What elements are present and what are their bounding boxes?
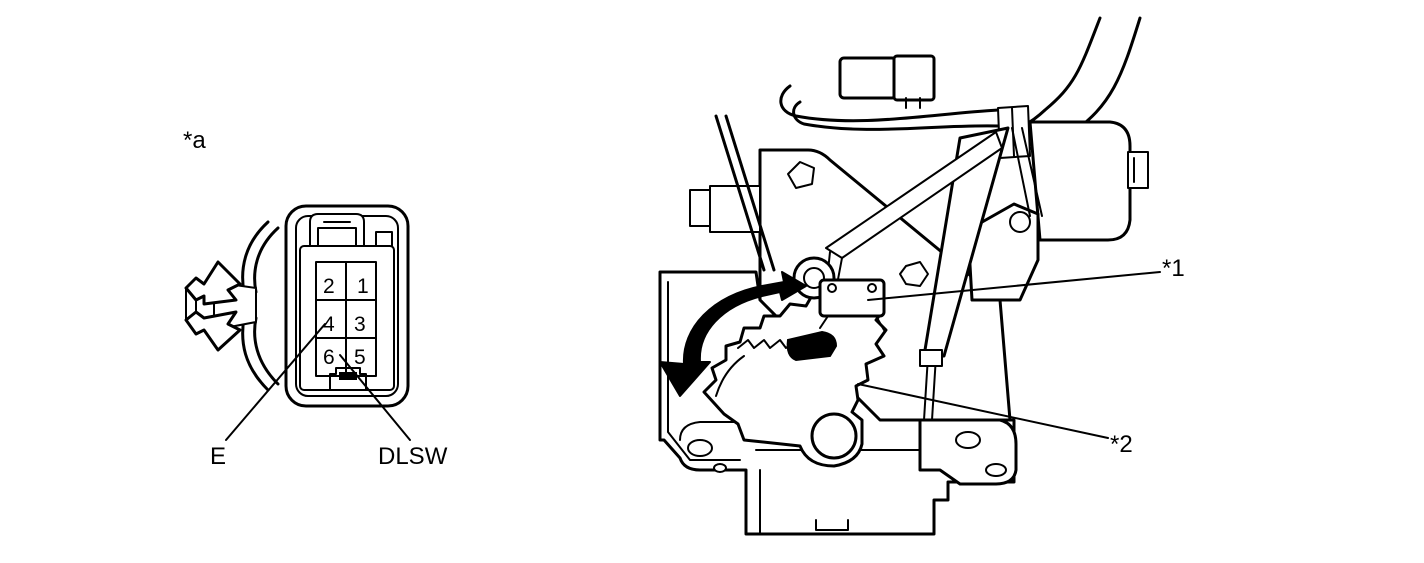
callout-1: *1	[1162, 255, 1185, 282]
pin-2: 2	[323, 275, 335, 298]
pin-3: 3	[354, 313, 366, 336]
terminal-e-label: E	[210, 443, 226, 470]
pin-grid: 1 2 3 4 5 6	[315, 261, 377, 377]
pin-5: 5	[354, 346, 366, 369]
pin-6: 6	[323, 346, 335, 369]
leader-1	[867, 271, 1161, 301]
view-label-a: *a	[183, 127, 206, 154]
callout-2: *2	[1110, 431, 1133, 458]
terminal-dlsw-label: DLSW	[378, 443, 448, 470]
pin-1: 1	[357, 275, 369, 298]
leader-dlsw	[339, 354, 411, 441]
lock-assembly	[658, 16, 1149, 536]
leader-2	[857, 383, 1109, 439]
connector-clip	[184, 220, 280, 392]
pin-4: 4	[323, 313, 335, 336]
leader-e	[225, 323, 326, 441]
